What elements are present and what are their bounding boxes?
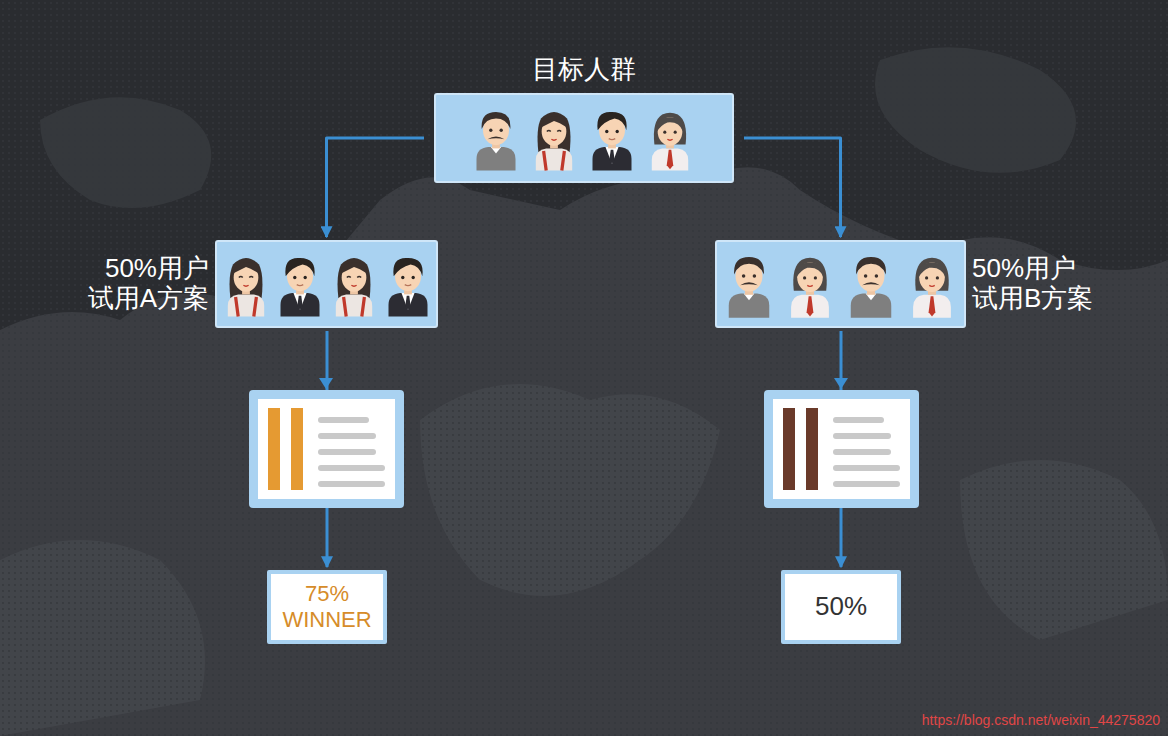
result-box: 75% WINNER: [267, 570, 387, 644]
result-text: 50%: [791, 591, 891, 622]
people-icons: [228, 258, 428, 317]
person-icon: [228, 258, 264, 317]
flow-arrow: [327, 138, 425, 237]
document-card: [764, 378, 919, 508]
person-icon: [336, 258, 372, 317]
arrow-head: [319, 378, 333, 389]
result-text: 75% WINNER: [277, 581, 377, 634]
group-box: 50%用户 试用B方案: [715, 240, 966, 328]
flow-arrow: [326, 331, 329, 567]
person-icon: [791, 258, 829, 318]
person-icon: [913, 258, 951, 318]
group-box: 50%用户 试用A方案: [215, 240, 438, 328]
group-label: 50%用户 试用B方案: [972, 254, 1112, 314]
person-icon: [729, 257, 770, 318]
result-box: 50%: [781, 570, 901, 644]
people-icons: [477, 112, 689, 171]
flow-arrow: [840, 331, 843, 567]
group-box: 目标人群: [434, 93, 734, 183]
flow-arrow: [744, 138, 841, 237]
people-icons: [729, 257, 951, 318]
person-icon: [477, 112, 516, 171]
person-icon: [851, 257, 892, 318]
group-label: 50%用户 试用A方案: [69, 254, 209, 314]
watermark: https://blog.csdn.net/weixin_44275820: [922, 712, 1160, 728]
person-icon: [593, 112, 632, 171]
document-card: [249, 378, 404, 508]
person-icon: [536, 112, 572, 171]
arrow-head: [834, 378, 848, 389]
group-label: 目标人群: [532, 54, 636, 85]
person-icon: [652, 113, 688, 171]
person-icon: [389, 258, 428, 317]
person-icon: [281, 258, 320, 317]
